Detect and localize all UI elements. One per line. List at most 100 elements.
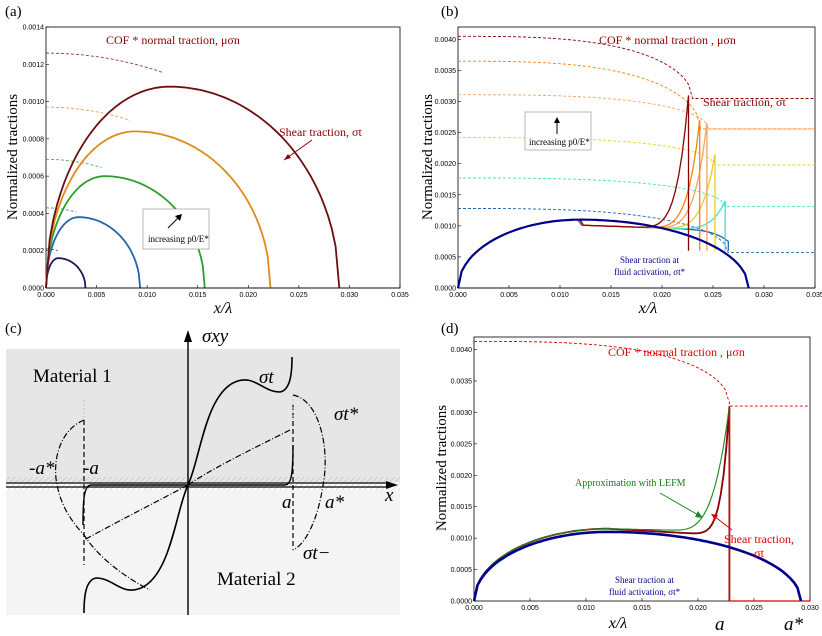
shear-curve-0 (45, 257, 87, 289)
panel-a-label: (a) (5, 4, 22, 20)
panel-b-fluid-annotation-1: Shear traction at (620, 255, 679, 265)
material-2-region (6, 490, 400, 615)
x-tick-label: 0.035 (806, 292, 822, 299)
c-sigma-t-curve-right (187, 356, 293, 486)
y-tick-label: 0.0012 (23, 62, 45, 69)
panel-d-a-label: a (715, 614, 725, 635)
x-tick-label: 0.010 (138, 292, 156, 299)
y-tick-label: 0.0005 (435, 254, 457, 261)
x-tick-label: 0.025 (704, 292, 722, 299)
panel-d-xlabel: x/λ (608, 615, 628, 632)
panel-d-ylabel: Normalized tractions (434, 405, 450, 531)
panel-b-shear-annotation: Shear traction, σt (703, 95, 786, 109)
panel-a-xlabel: x/λ (213, 300, 233, 317)
c-sigma-t-star-right (292, 394, 326, 551)
y-tick-label: 0.0010 (451, 536, 473, 543)
panel-a-increasing-label: increasing p0/E* (148, 234, 209, 244)
y-tick-label: 0.0004 (23, 211, 45, 218)
panel-a-increasing-arrowhead (175, 214, 182, 221)
panel-c-label: (c) (5, 321, 22, 337)
panel-a-shear-arrowhead (284, 154, 291, 160)
x-tick-label: 0.020 (653, 292, 671, 299)
c-a-label: a (282, 492, 292, 513)
y-tick-label: 0.0000 (451, 599, 473, 606)
y-tick-label: 0.0014 (23, 25, 45, 32)
c-sigma-t-label: σt (259, 367, 274, 388)
c-interface-left (82, 484, 188, 526)
panel-b-ylabel: Normalized tractions (420, 94, 436, 220)
x-tick-label: 0.035 (391, 292, 409, 299)
y-tick-label: 0.0025 (451, 441, 473, 448)
x-tick-label: 0.030 (801, 605, 819, 612)
y-tick-label: 0.0040 (451, 347, 473, 354)
x-tick-label: 0.005 (88, 292, 106, 299)
y-tick-label: 0.0000 (23, 286, 45, 293)
x-tick-label: 0.015 (633, 605, 651, 612)
panel-d-shear-annotation-2: σt (754, 546, 764, 560)
panel-d-lefm-annotation: Approximation with LEFM (575, 478, 686, 489)
panel-b-increasing-label: increasing p0/E* (529, 137, 590, 147)
panel-c-curves (54, 356, 326, 614)
y-tick-label: 0.0006 (23, 174, 45, 181)
y-tick-label: 0.0008 (23, 136, 45, 143)
d-lefm-curve (473, 406, 730, 602)
x-tick-label: 0.020 (240, 292, 258, 299)
y-tick-label: 0.0002 (23, 248, 45, 255)
panel-a-ylabel: Normalized tractions (5, 94, 21, 220)
panel-a-curves (45, 52, 400, 289)
material-1-region (6, 349, 400, 482)
c-x-axis-label: x (384, 485, 394, 506)
b-cof-curve-0 (458, 208, 815, 254)
y-tick-label: 0.0015 (435, 192, 457, 199)
x-tick-label: 0.000 (465, 605, 483, 612)
panel-d-astar-label: a* (784, 614, 804, 635)
panel-b-increasing-arrowhead (554, 117, 560, 123)
b-cof-curve-4 (458, 60, 815, 130)
y-tick-label: 0.0010 (23, 99, 45, 106)
b-cof-curve-5 (458, 35, 815, 99)
b-cof-curve-1 (458, 177, 815, 208)
y-tick-label: 0.0015 (451, 504, 473, 511)
panel-d-curves (472, 340, 810, 602)
d-cof-curve (474, 340, 810, 407)
x-tick-label: 0.000 (37, 292, 55, 299)
y-tick-label: 0.0000 (435, 286, 457, 293)
y-tick-label: 0.0030 (435, 99, 457, 106)
panel-d-axes (473, 336, 811, 602)
cof-curve-1 (45, 207, 77, 213)
x-tick-label: 0.005 (500, 292, 518, 299)
c-neg-astar-label: -a* (29, 458, 55, 479)
panel-d-label: (d) (441, 321, 459, 337)
panel-d-cof-annotation: COF * normal traction , μσn (608, 345, 745, 359)
y-tick-label: 0.0020 (435, 161, 457, 168)
material-2-label: Material 2 (217, 569, 296, 590)
x-tick-label: 0.030 (341, 292, 359, 299)
panel-c: (c) σxy x Material 1 Material 2 -a* -a a… (5, 321, 400, 615)
c-sigma-t-curve-left (83, 484, 189, 614)
panel-b-axes (457, 26, 816, 289)
shear-curve-4 (45, 85, 341, 289)
x-tick-label: 0.000 (449, 292, 467, 299)
panel-d-fluid-annotation-2: fluid activation, σt* (609, 587, 681, 597)
x-tick-label: 0.020 (689, 605, 707, 612)
c-neg-a-label: -a (83, 458, 99, 479)
y-tick-label: 0.0035 (451, 379, 473, 386)
x-tick-label: 0.005 (521, 605, 539, 612)
d-fluid-activation-curve (472, 530, 803, 602)
y-tick-label: 0.0030 (451, 410, 473, 417)
x-tick-label: 0.025 (290, 292, 308, 299)
panel-b-cof-annotation: COF * normal traction , μσn (599, 33, 736, 47)
c-dashdot-inner-left (83, 484, 189, 541)
panel-b-label: (b) (441, 4, 459, 20)
panel-b-increasing-box (524, 111, 592, 151)
panel-a-axes (45, 26, 401, 289)
panel-a-increasing-box (142, 208, 210, 250)
y-tick-label: 0.0035 (435, 68, 457, 75)
c-astar-label: a* (325, 492, 345, 513)
x-tick-label: 0.010 (551, 292, 569, 299)
y-tick-label: 0.0020 (451, 473, 473, 480)
panel-a-shear-annotation: Shear traction, σt (279, 125, 362, 139)
